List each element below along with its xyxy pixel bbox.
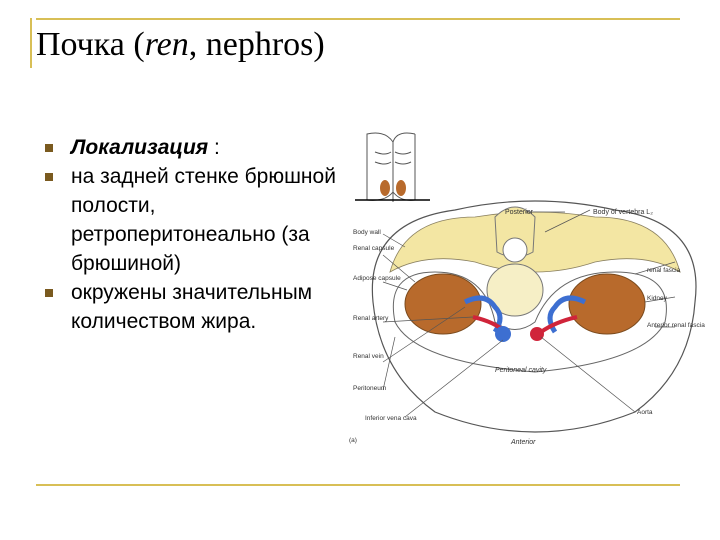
bullet-list: Локализация : на задней стенке брюшной п… — [45, 133, 340, 336]
label-renal-capsule: Renal capsule — [353, 245, 395, 252]
bullet-lead: Локализация — [71, 136, 209, 159]
vena-cava — [495, 326, 511, 342]
bullet-item: Локализация : — [45, 133, 340, 162]
back-fat-region — [389, 211, 681, 273]
label-posterior: Posterior — [505, 209, 534, 216]
title-rest: , nephros) — [188, 26, 325, 63]
label-peritoneum: Peritoneum — [353, 385, 386, 392]
label-anterior-renal-fascia: Anterior renal fascia — [647, 322, 705, 329]
left-kidney — [404, 273, 482, 335]
label-peritoneal-cavity: Peritoneal cavity — [495, 367, 547, 374]
bullet-item: на задней стенке брюшной полости, ретроп… — [45, 162, 340, 278]
page-title: Почка (ren, nephros) — [36, 26, 325, 64]
label-panel: (a) — [349, 437, 357, 444]
aorta — [530, 327, 544, 341]
kidney-cross-section-figure: Posterior Body of vertebra L₂ Body wall … — [345, 122, 720, 450]
label-adipose-capsule: Adipose capsule — [353, 275, 401, 282]
title-main: Почка ( — [36, 26, 145, 63]
footer-accent-line — [36, 484, 680, 486]
bullet-text: окружены значительным количеством жира. — [71, 281, 313, 333]
title-accent-vertical — [30, 18, 32, 68]
label-kidney: Kidney — [647, 295, 668, 302]
label-body-wall: Body wall — [353, 229, 381, 236]
title-latin: ren — [144, 26, 189, 63]
bullet-text: на задней стенке брюшной полости, ретроп… — [71, 165, 336, 275]
left-renal-vein — [463, 295, 503, 334]
label-renal-artery: Renal artery — [353, 315, 389, 322]
vertebra — [486, 206, 544, 317]
label-aorta: Aorta — [637, 409, 653, 416]
label-anterior: Anterior — [510, 439, 536, 446]
title-accent-line — [36, 18, 680, 20]
torso-inset-icon — [355, 132, 430, 202]
right-renal-vein — [547, 295, 587, 334]
label-inferior-vena-cava: Inferior vena cava — [365, 415, 417, 422]
bullet-lead-tail: : — [208, 136, 220, 159]
right-kidney — [568, 273, 646, 335]
label-body-vertebra: Body of vertebra L₂ — [593, 209, 653, 216]
peritoneum-outline — [392, 271, 667, 373]
bullet-square-icon — [45, 144, 53, 152]
right-renal-artery — [539, 315, 578, 334]
label-renal-vein: Renal vein — [353, 353, 384, 360]
bullet-item: окружены значительным количеством жира. — [45, 278, 340, 336]
bullet-square-icon — [45, 173, 53, 181]
label-renal-fascia: renal fascia — [647, 267, 681, 274]
bullet-square-icon — [45, 289, 53, 297]
